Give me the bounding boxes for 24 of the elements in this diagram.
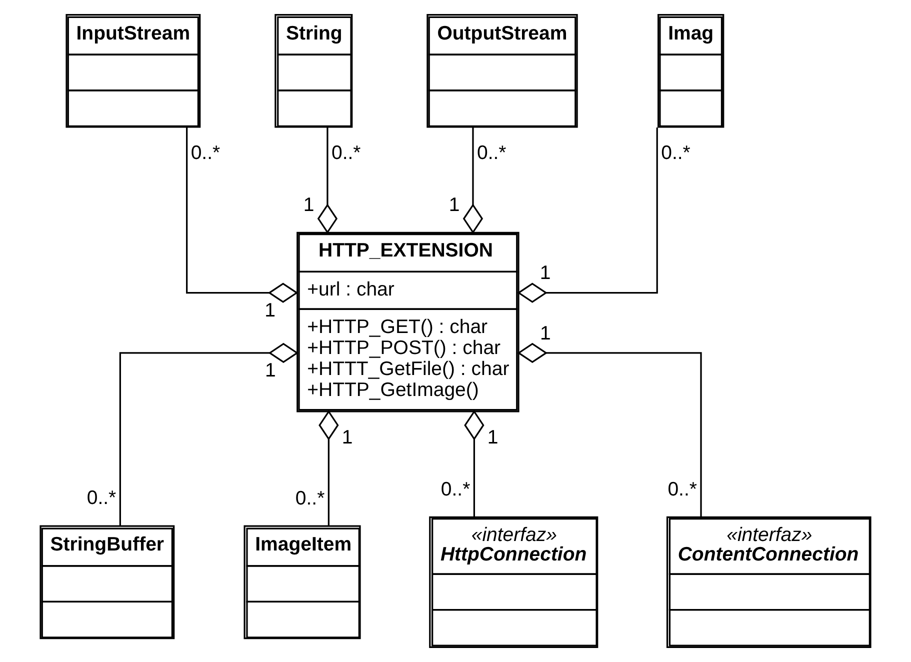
label: 1 [303, 194, 314, 216]
label: 0..* [661, 142, 690, 164]
label: 1 [264, 299, 276, 322]
label: 0..* [440, 478, 470, 501]
label: 1 [448, 194, 460, 216]
connector [186, 127, 298, 303]
connector [318, 410, 339, 526]
label: 1 [487, 426, 498, 448]
label: 0..* [190, 142, 220, 164]
label: 0..* [86, 486, 116, 509]
label: 1 [540, 262, 551, 284]
connector [464, 410, 484, 518]
label: 0..* [476, 142, 506, 164]
label: 1 [265, 360, 276, 382]
connector [517, 127, 658, 303]
label: 0..* [668, 478, 697, 501]
label: 1 [342, 426, 353, 448]
label: 0..* [331, 142, 361, 164]
connector [317, 127, 338, 234]
connector [119, 342, 299, 526]
label: 0..* [295, 487, 325, 510]
connector [517, 342, 702, 518]
label: 1 [540, 322, 551, 344]
connector [462, 127, 484, 234]
